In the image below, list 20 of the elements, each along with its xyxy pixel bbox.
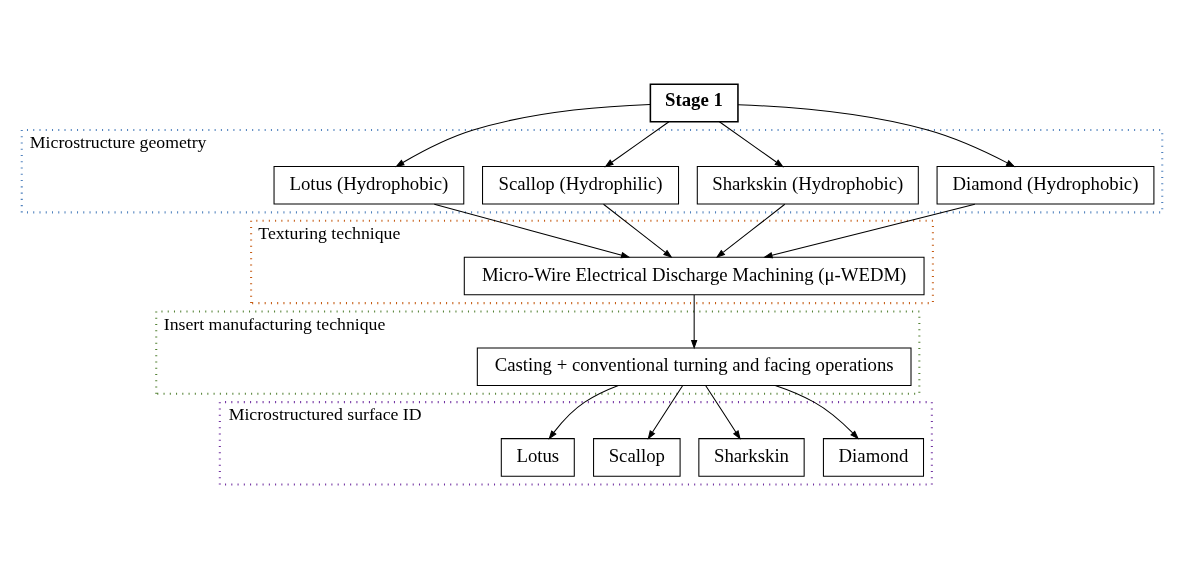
node-box: Sharkskin (Hydrophobic) [696, 165, 919, 205]
arrow [647, 384, 684, 440]
node-box: Scallop [593, 437, 681, 477]
node-box: Lotus [500, 437, 575, 477]
arrow [690, 293, 698, 349]
node-box: Micro-Wire Electrical Discharge Machining (μ-WEDM) [463, 256, 925, 295]
node-box: Diamond (Hydrophobic) [936, 165, 1155, 205]
node-box: Lotus (Hydrophobic) [273, 165, 465, 205]
arrow [705, 384, 741, 440]
node-box: Casting + conventional turning and facing operations [476, 346, 912, 386]
arrow [763, 203, 976, 258]
arrow [395, 103, 651, 167]
arrow [718, 120, 784, 167]
node-box: Scallop (Hydrophilic) [482, 165, 680, 205]
node-box: Stage 1 [649, 82, 739, 122]
node-box: Sharkskin [698, 437, 805, 477]
node-box: Diamond [822, 437, 925, 477]
arrow [433, 203, 631, 258]
arrow [737, 103, 1016, 167]
arrow [604, 120, 670, 167]
